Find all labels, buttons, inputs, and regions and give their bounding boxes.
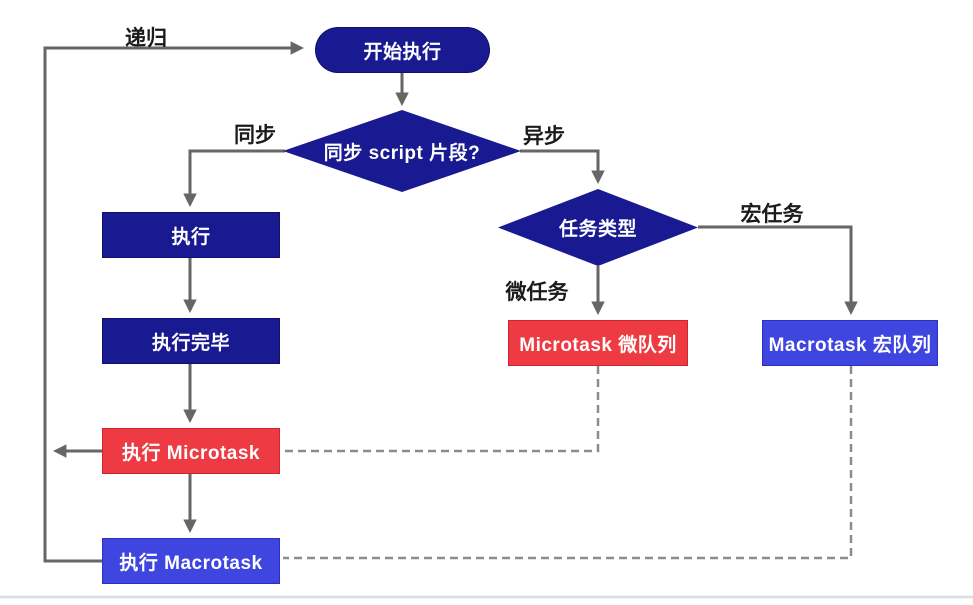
node-microtask-queue: Microtask 微队列 [508,320,688,366]
node-sync-decision-label: 同步 script 片段? [323,142,481,164]
edge-label-sync: 同步 [234,124,276,147]
node-execute: 执行 [102,212,280,258]
edge-async-branch [520,149,605,185]
edge-label-macro: 宏任务 [740,203,804,226]
edge-dashed-microtask-queue [283,366,600,453]
node-run-microtask-label: 执行 Microtask [122,442,260,464]
node-macrotask-queue: Macrotask 宏队列 [762,320,938,366]
node-start-label: 开始执行 [363,41,442,63]
node-run-microtask: 执行 Microtask [102,428,280,474]
node-execute-label: 执行 [171,226,211,248]
edge-label-recursion: 递归 [125,27,167,50]
node-execute-done-label: 执行完毕 [151,332,230,354]
node-task-type-label: 任务类型 [558,219,637,240]
edge-label-async: 异步 [523,125,565,148]
edge-macro-branch [698,225,858,316]
node-run-macrotask: 执行 Macrotask [102,538,280,584]
edge-recursion-line [43,41,305,563]
node-run-macrotask-label: 执行 Macrotask [119,552,263,574]
node-start: 开始执行 [315,27,490,73]
node-macrotask-queue-label: Macrotask 宏队列 [768,334,932,356]
edge-dashed-macrotask-queue [283,366,853,560]
edge-label-micro: 微任务 [505,281,569,304]
edge-sync-branch [183,149,285,208]
node-execute-done: 执行完毕 [102,318,280,364]
node-microtask-queue-label: Microtask 微队列 [519,334,677,356]
